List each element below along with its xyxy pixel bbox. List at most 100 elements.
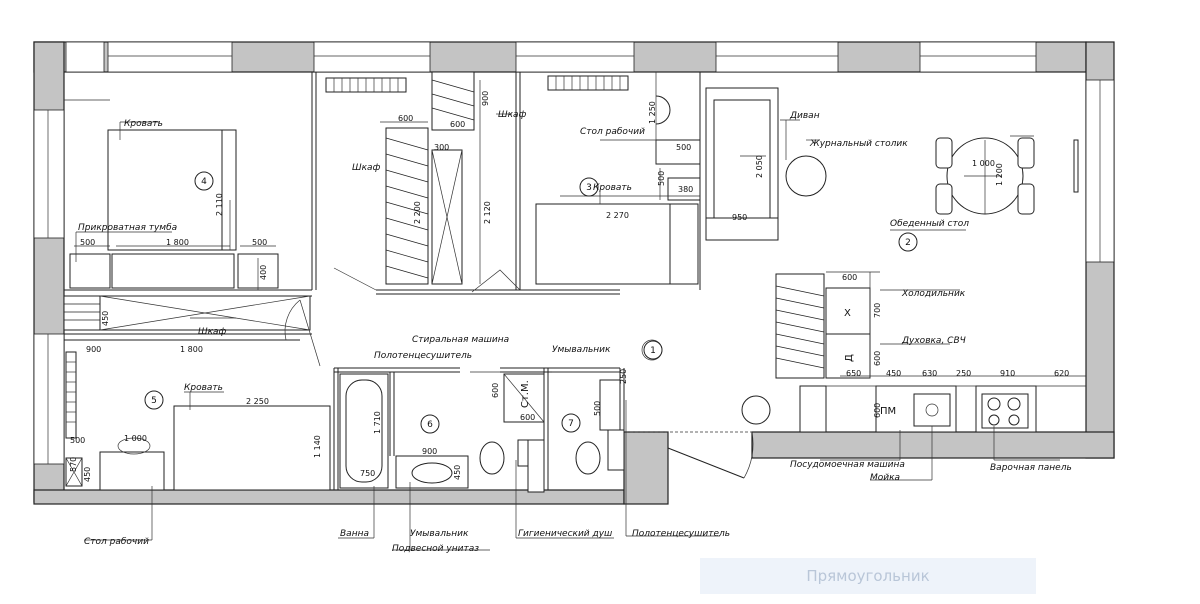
- label-bath: Ванна: [340, 529, 369, 539]
- dim: 700: [873, 303, 882, 318]
- dim: 600: [450, 120, 465, 129]
- room-3-furniture: [535, 72, 701, 285]
- label-sink: Мойка: [870, 473, 900, 483]
- dim: 500: [657, 171, 666, 186]
- leader-lines: [338, 400, 720, 551]
- wardrobe-room-4-corridor: [63, 295, 311, 331]
- dim: 600: [842, 273, 857, 282]
- label-toilet: Подвесной унитаз: [392, 544, 479, 554]
- label-x: Х: [844, 308, 851, 319]
- label-dining-table: Обеденный стол: [890, 219, 969, 229]
- dim: 2 270: [606, 211, 629, 220]
- dim: 500: [252, 238, 267, 247]
- dim: 1 000: [124, 434, 147, 443]
- watermark-label: Прямоугольник: [700, 558, 1036, 594]
- label-desk-room5: Стол рабочий: [84, 537, 149, 547]
- dim: 600: [398, 114, 413, 123]
- dim: 630: [922, 369, 937, 378]
- label-bedside-table: Прикроватная тумба: [78, 223, 177, 233]
- dim: 1 000: [972, 159, 995, 168]
- dim: 1 710: [373, 411, 382, 434]
- label-fridge: Холодильник: [901, 289, 966, 299]
- label-towel-dryer-top: Полотенцесушитель: [374, 351, 472, 361]
- dim: 300: [434, 143, 449, 152]
- dim: 1 800: [166, 238, 189, 247]
- label-hob: Варочная панель: [990, 463, 1072, 473]
- dim: 2 120: [483, 201, 492, 224]
- room-4-furniture: [64, 99, 279, 290]
- label-bed-room3: Кровать: [593, 183, 632, 193]
- label-wardrobe-corridor: Шкаф: [198, 327, 227, 337]
- dim: 620: [1054, 369, 1069, 378]
- dim: 650: [846, 369, 861, 378]
- room-number-2: 2: [905, 238, 911, 248]
- dim: 2 050: [755, 155, 764, 178]
- dim: 450: [83, 467, 92, 482]
- label-washbasin-bottom: Умывальник: [410, 529, 469, 539]
- dim: 450: [453, 465, 462, 480]
- dimension-labels: 600 900 600 300 2 200 2 120 1 250 500 50…: [69, 91, 1069, 482]
- wardrobe-mid: [380, 71, 512, 285]
- dim: 570: [69, 457, 78, 472]
- label-st-m: Ст.М.: [520, 380, 531, 408]
- room-5-furniture: [65, 351, 331, 541]
- label-towel-dryer-bottom: Полотенцесушитель: [632, 529, 730, 539]
- room-markers: 4 3 2 5 6 7 1: [144, 171, 918, 434]
- dim: 1 800: [180, 345, 203, 354]
- dim: 500: [593, 401, 602, 416]
- dim: 1 250: [648, 101, 657, 124]
- label-coffee-table: Журнальный столик: [809, 139, 908, 149]
- dim: 900: [86, 345, 101, 354]
- corridor: [284, 267, 771, 479]
- label-washing-machine: Стиральная машина: [412, 335, 509, 345]
- dim: 500: [676, 143, 691, 152]
- dim: 380: [678, 185, 693, 194]
- dim: 1 140: [313, 435, 322, 458]
- furniture-labels: Кровать Прикроватная тумба Шкаф Шкаф Шка…: [78, 110, 1072, 554]
- label-sofa: Диван: [789, 111, 820, 121]
- windows: [33, 41, 1115, 465]
- dim: 400: [259, 265, 268, 280]
- dim: 2 250: [246, 397, 269, 406]
- radiators: [325, 75, 629, 93]
- dim: 500: [80, 238, 95, 247]
- label-d: Д: [844, 354, 855, 362]
- label-oven: Духовка, СВЧ: [901, 336, 966, 346]
- dim: 900: [481, 91, 490, 106]
- label-wardrobe-mid: Шкаф: [352, 163, 381, 173]
- dim: 600: [873, 403, 882, 418]
- dim: 950: [732, 213, 747, 222]
- dim: 2 200: [413, 201, 422, 224]
- label-desk-room3: Стол рабочий: [580, 127, 645, 137]
- dim: 2 110: [215, 193, 224, 216]
- label-wardrobe-top: Шкаф: [498, 110, 527, 120]
- dim: 250: [619, 369, 628, 384]
- room-number-4: 4: [201, 177, 207, 187]
- label-bed-room5: Кровать: [184, 383, 223, 393]
- dim: 600: [520, 413, 535, 422]
- room-number-1: 1: [650, 346, 656, 356]
- dim: 900: [422, 447, 437, 456]
- dim: 750: [360, 469, 375, 478]
- dim: 600: [873, 351, 882, 366]
- dim: 500: [70, 436, 85, 445]
- room-number-7: 7: [568, 419, 574, 429]
- dim: 910: [1000, 369, 1015, 378]
- room-number-3: 3: [586, 183, 592, 193]
- label-bed-room4: Кровать: [124, 119, 163, 129]
- label-pm: ПМ: [880, 406, 896, 417]
- dim: 450: [886, 369, 901, 378]
- label-washbasin-top: Умывальник: [552, 345, 611, 355]
- kitchen: [775, 271, 1086, 481]
- dim: 600: [491, 383, 500, 398]
- bathroom-7: [552, 371, 625, 475]
- room-number-6: 6: [427, 420, 433, 430]
- label-dishwasher: Посудомоечная машина: [790, 460, 905, 470]
- dim: 450: [101, 311, 110, 326]
- interior-walls: [64, 72, 701, 490]
- bathroom-6: [339, 371, 545, 493]
- dim: 250: [956, 369, 971, 378]
- dim: 1 200: [995, 163, 1004, 186]
- label-hygienic-shower: Гигиенический душ: [518, 529, 612, 539]
